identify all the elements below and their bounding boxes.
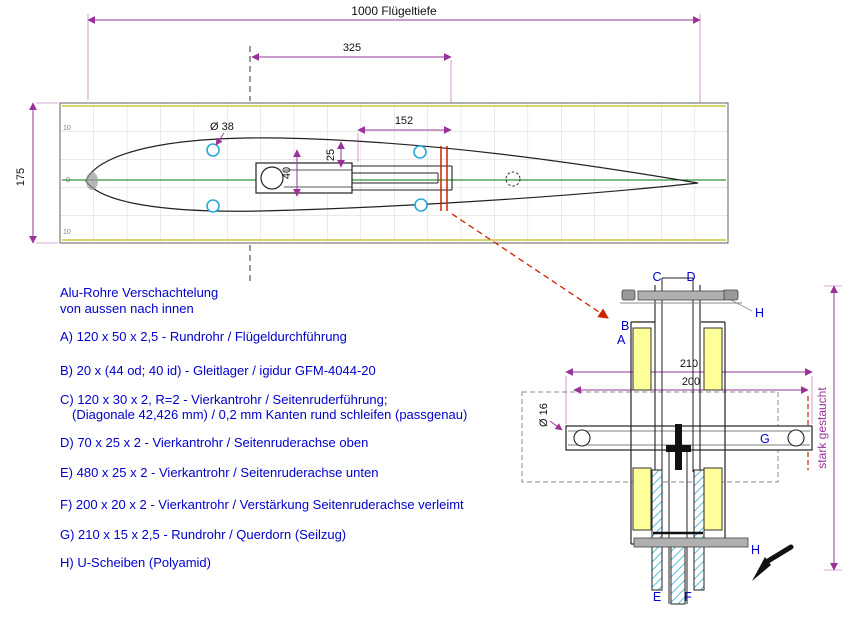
grid-label-top: 10 xyxy=(63,125,71,132)
note-item-c-continuation: (Diagonale 42,426 mm) / 0,2 mm Kanten ru… xyxy=(72,407,468,422)
inner-tube-d xyxy=(661,277,694,472)
detail-view: 210 200 xyxy=(521,270,842,605)
dimension-175: 175 xyxy=(15,102,58,244)
part-letter-h-top: H xyxy=(755,306,764,320)
note-item-e: E) 480 x 25 x 2 - Vierkantrohr / Seitenr… xyxy=(60,465,379,480)
stark-gestaucht-label: stark gestaucht xyxy=(815,387,829,469)
grid-label-bottom: 10 xyxy=(63,229,71,236)
dimension-d38-label: Ø 38 xyxy=(210,121,234,133)
drill-hole-top-left xyxy=(206,143,220,157)
dimension-d16-label: Ø 16 xyxy=(538,403,550,427)
dimension-152: 152 xyxy=(357,115,452,162)
note-item-g: G) 210 x 15 x 2,5 - Rundrohr / Querdorn … xyxy=(60,527,347,542)
dimension-325-label: 325 xyxy=(343,42,361,54)
notes-title-line2: von aussen nach innen xyxy=(60,301,194,316)
bearing-lower-left xyxy=(632,467,652,531)
note-item-h: H) U-Scheiben (Polyamid) xyxy=(60,555,211,570)
drill-hole-bottom-right xyxy=(414,198,428,212)
dimension-152-label: 152 xyxy=(395,115,413,127)
detail-leader-arrow xyxy=(451,213,609,319)
tube-e-wall-right xyxy=(693,469,705,591)
dimension-25: 25 xyxy=(325,141,345,168)
dimension-d38: Ø 38 xyxy=(210,121,234,146)
washer-top xyxy=(637,290,725,301)
tube-f-core xyxy=(670,543,686,605)
note-item-d: D) 70 x 25 x 2 - Vierkantrohr / Seitenru… xyxy=(60,435,369,450)
bolt-left xyxy=(621,289,636,301)
dimension-chord-label: 1000 Flügeltiefe xyxy=(351,4,437,18)
part-letter-f: F xyxy=(684,590,692,604)
part-letter-g: G xyxy=(760,432,770,446)
lower-axis-tubes xyxy=(651,452,705,605)
dimension-210: 210 xyxy=(565,358,813,424)
part-letter-e: E xyxy=(653,590,661,604)
dimension-175-label: 175 xyxy=(15,168,27,186)
note-item-a: A) 120 x 50 x 2,5 - Rundrohr / Flügeldur… xyxy=(60,329,347,344)
dimension-40: 40 xyxy=(281,149,301,197)
dimension-25-label: 25 xyxy=(325,149,337,161)
round-tube-bore xyxy=(260,166,284,190)
drill-hole-bottom-left xyxy=(206,199,220,213)
dimension-200-label: 200 xyxy=(682,376,700,388)
dimension-chord: 1000 Flügeltiefe xyxy=(87,4,701,172)
part-letter-a: A xyxy=(617,333,626,347)
dimension-200: 200 xyxy=(573,376,809,394)
dimension-40-label: 40 xyxy=(281,167,293,179)
notes-title-line1: Alu-Rohre Verschachtelung xyxy=(60,285,219,300)
dimension-stark-gestaucht: stark gestaucht xyxy=(815,285,842,571)
bearing-lower-right xyxy=(703,467,723,531)
tube-e-wall-left xyxy=(651,469,663,591)
dowel-end-right xyxy=(787,429,805,447)
washer-bottom xyxy=(633,537,749,548)
part-letter-b: B xyxy=(621,319,629,333)
drill-hole-top-right xyxy=(413,145,427,159)
drill-hole-markers xyxy=(206,143,428,213)
wing-section-view: 1000 Flügeltiefe 325 10 0 10 xyxy=(15,4,729,284)
top-washer-assembly xyxy=(620,289,742,304)
hidden-hole-marker xyxy=(505,171,521,187)
bolt-right xyxy=(722,289,739,301)
part-letter-c: C xyxy=(652,270,661,284)
note-item-b: B) 20 x (44 od; 40 id) - Gleitlager / ig… xyxy=(60,363,376,378)
dowel-end-left xyxy=(573,429,591,447)
scalpel-icon xyxy=(752,544,794,581)
center-pin xyxy=(666,424,691,470)
bearing-upper-left xyxy=(632,327,652,391)
part-letter-d: D xyxy=(686,270,695,284)
part-letter-h-bottom: H xyxy=(751,543,760,557)
slide-bearings-b xyxy=(632,327,723,531)
bearing-upper-right xyxy=(703,327,723,391)
note-item-c: C) 120 x 30 x 2, R=2 - Vierkantrohr / Se… xyxy=(60,392,388,407)
airfoil-outline xyxy=(85,137,699,212)
dimension-210-label: 210 xyxy=(680,358,698,370)
dimension-d16: Ø 16 xyxy=(538,403,563,431)
outer-tube-rect xyxy=(255,162,353,194)
tube-mechanism-section xyxy=(255,162,453,194)
note-item-f: F) 200 x 20 x 2 - Vierkantrohr / Verstär… xyxy=(60,497,464,512)
section-cut-lines xyxy=(440,146,448,211)
dimension-325: 325 xyxy=(251,42,452,145)
leading-edge-detail xyxy=(86,172,98,190)
